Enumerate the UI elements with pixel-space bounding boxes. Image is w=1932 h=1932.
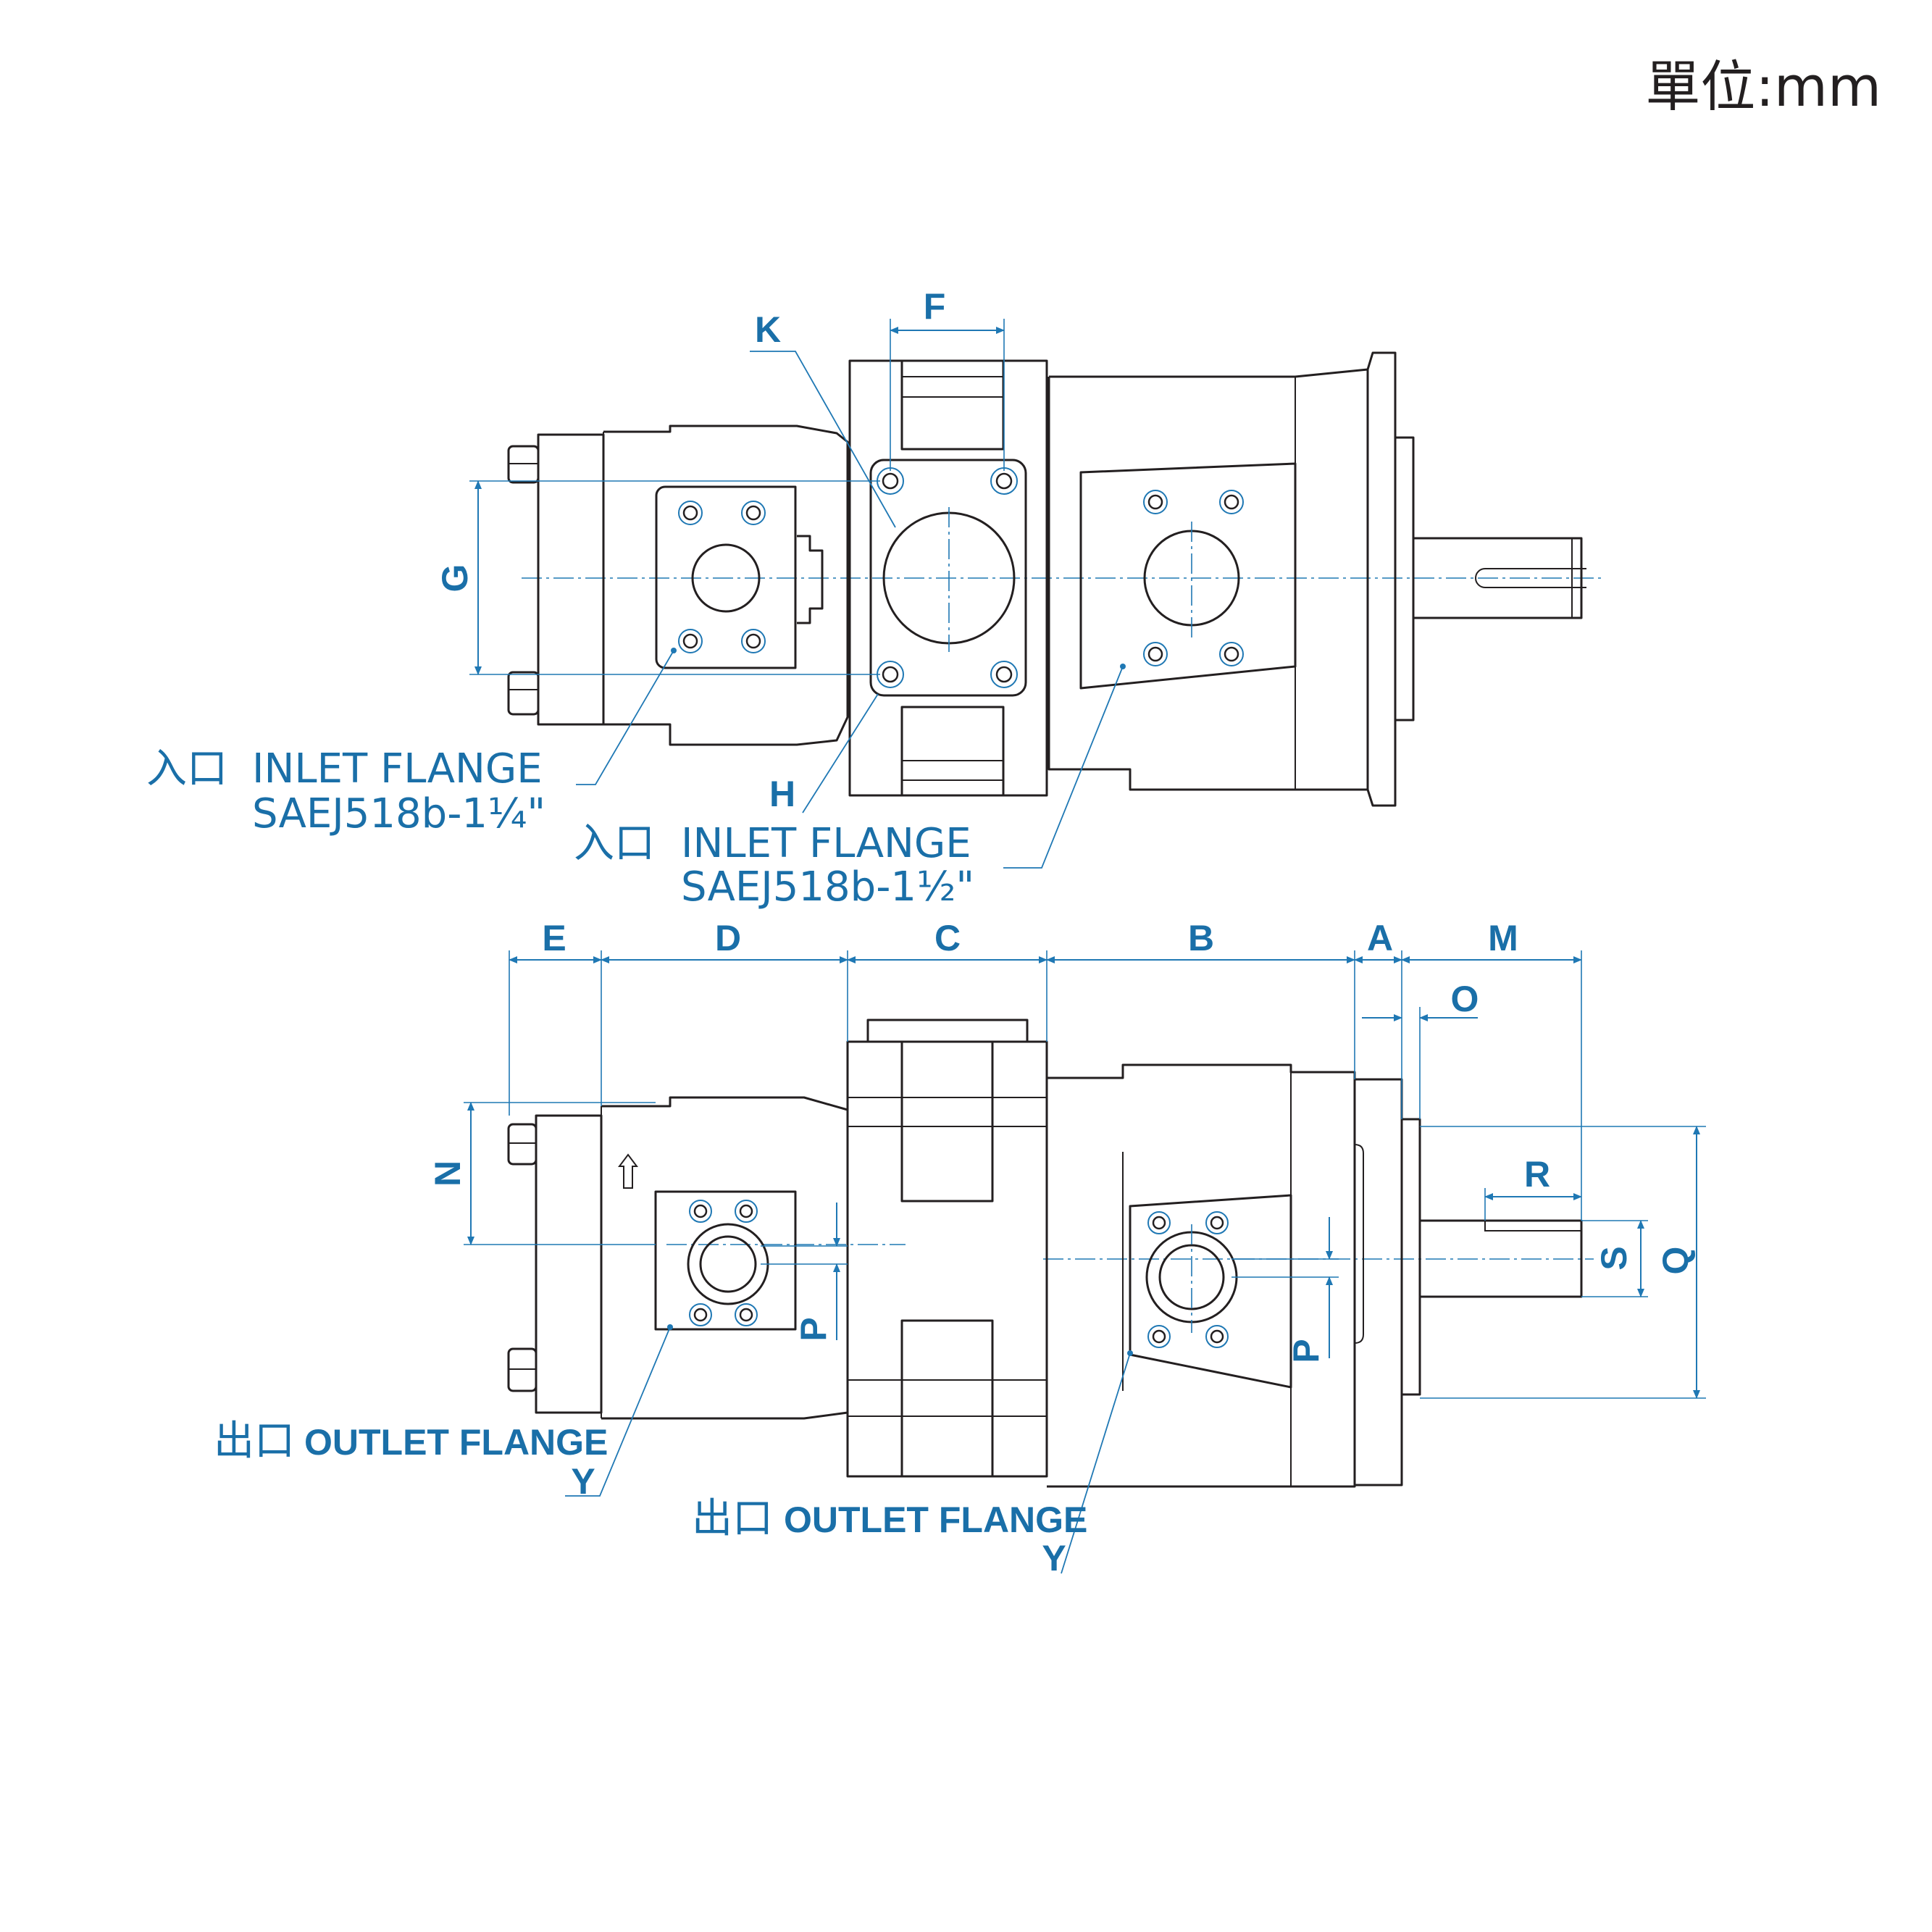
- side-view: E D C B A M O N P P R S Q 出口 OUTLET FLAN…: [214, 918, 1706, 1578]
- dim-label-m: M: [1488, 918, 1518, 958]
- inlet-large-en: INLET FLANGE: [681, 820, 971, 867]
- inlet-large-cn: 入口: [574, 820, 655, 867]
- inlet-small-en: INLET FLANGE: [252, 745, 543, 793]
- outlet-left-ref: Y: [571, 1461, 595, 1502]
- outlet-right-en: OUTLET FLANGE: [784, 1500, 1087, 1540]
- side-middle-section: [846, 1019, 1048, 1478]
- dim-label-f: F: [924, 286, 946, 327]
- inlet-large-spec: SAEJ518b-1½": [681, 863, 974, 911]
- dim-label-g: G: [435, 564, 475, 593]
- rear-inlet-flange: [655, 485, 797, 669]
- dim-label-r: R: [1524, 1154, 1550, 1195]
- outlet-left-cn: 出口: [214, 1418, 295, 1465]
- dim-label-p-left: P: [793, 1317, 834, 1341]
- top-mount-flange-shaft: [1366, 351, 1586, 807]
- dim-label-a: A: [1367, 918, 1393, 958]
- front-pump-body: [1047, 368, 1369, 791]
- unit-label: 單位:mm: [1645, 54, 1881, 119]
- side-rear-body: [507, 1096, 849, 1420]
- dim-label-o: O: [1451, 979, 1479, 1019]
- dim-label-p-right: P: [1286, 1339, 1326, 1363]
- inlet-small-spec: SAEJ518b-1¼": [252, 790, 545, 837]
- dim-label-e: E: [542, 918, 566, 958]
- dim-label-s: S: [1594, 1246, 1634, 1270]
- middle-section: [848, 359, 1048, 797]
- dim-label-q: Q: [1655, 1247, 1696, 1275]
- dim-label-c: C: [934, 918, 961, 958]
- dim-label-b: B: [1188, 918, 1214, 958]
- outlet-right-cn: 出口: [692, 1495, 773, 1542]
- top-view: F K G H 入口 INLET FLANGE SAEJ518b-1¼" 入口 …: [146, 286, 1605, 911]
- side-front-body: [1047, 1063, 1356, 1488]
- inlet-small-cn: 入口: [146, 745, 227, 793]
- dim-label-k: K: [755, 309, 781, 350]
- dim-label-h: H: [769, 774, 795, 814]
- outlet-right-ref: Y: [1042, 1538, 1066, 1578]
- top-dimensions: [469, 319, 1124, 869]
- dim-label-n: N: [427, 1161, 468, 1187]
- outlet-left-en: OUTLET FLANGE: [304, 1422, 608, 1463]
- side-mount-flange-shaft: [1353, 1078, 1583, 1486]
- dim-label-d: D: [715, 918, 741, 958]
- side-dimensions: [464, 950, 1706, 1574]
- rear-pump-body: [507, 425, 849, 746]
